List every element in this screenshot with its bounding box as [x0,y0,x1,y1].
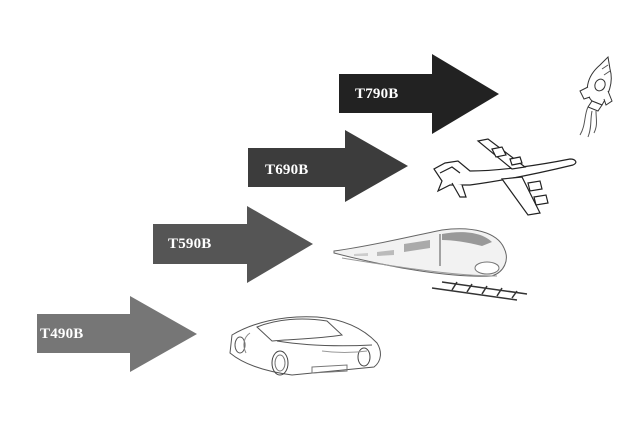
rocket-icon [579,55,613,138]
arrow-label-t590b: T590B [168,236,212,252]
airplane-icon [433,138,577,216]
arrow-t590b [153,206,313,283]
arrow-t790b [339,54,499,134]
arrow-t490b [37,296,197,372]
arrow-label-t790b: T790B [355,86,399,102]
arrow-t690b [248,130,408,202]
arrow-label-t690b: T690B [265,163,309,175]
bullet-train-icon [333,228,528,301]
sports-car-icon [229,316,381,376]
arrow-label-t490b: T490B [40,326,84,342]
